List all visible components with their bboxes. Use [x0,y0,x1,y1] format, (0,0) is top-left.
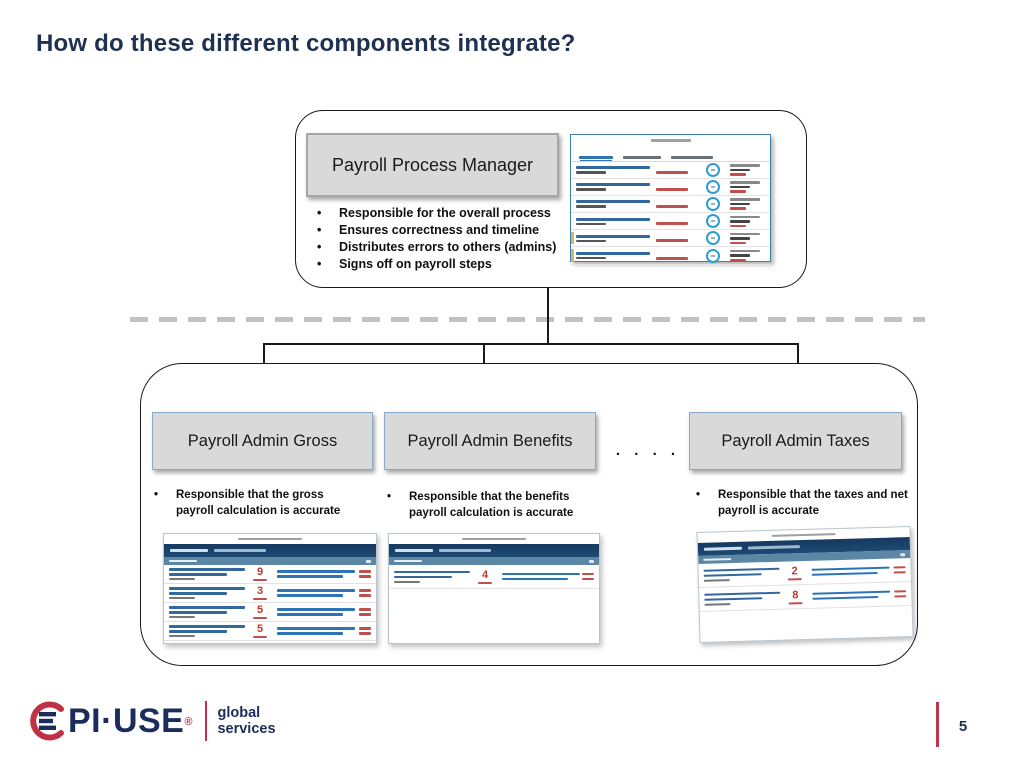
screenshot-row [571,196,770,214]
ellipsis-dots: . . . . [615,442,681,459]
mini-error-row: 8 [699,582,912,612]
manager-bullet: Responsible for the overall process [313,205,563,222]
tab-active-placeholder [579,156,613,159]
error-count: 8 [782,589,808,604]
epi-use-e-icon [30,701,64,741]
logo-text: PI·USE [68,701,185,740]
error-count: 5 [247,624,273,638]
dashed-divider [130,317,925,322]
progress-ring-icon [706,163,720,178]
screenshot-row [571,162,770,180]
screenshot-title-strip [571,135,770,146]
taxes-bullet: Responsible that the taxes and net payro… [692,488,910,519]
screenshot-row [571,213,770,231]
taxes-bullet-list: Responsible that the taxes and net payro… [692,488,910,519]
registered-mark: ® [184,715,193,728]
mini-error-row: 5 [164,622,376,641]
page-title: How do these different components integr… [36,30,576,57]
screenshot-row [571,179,770,197]
payroll-admin-gross-box: Payroll Admin Gross [152,412,373,470]
gross-bullet: Responsible that the gross payroll calcu… [150,488,360,519]
error-count: 2 [781,565,807,580]
logo-divider [204,701,208,741]
benefits-bullet-list: Responsible that the benefits payroll ca… [383,490,595,521]
progress-ring-icon [706,248,720,263]
error-count: 9 [247,567,273,581]
manager-bullet: Ensures correctness and timeline [313,222,563,239]
payroll-admin-benefits-label: Payroll Admin Benefits [407,431,573,450]
manager-bullet: Distributes errors to others (admins) [313,239,563,256]
screenshot-tabs [571,146,770,162]
manager-bullet-list: Responsible for the overall process Ensu… [313,205,563,273]
payroll-admin-taxes-label: Payroll Admin Taxes [721,431,870,450]
progress-ring-icon [706,231,720,246]
mini-sub-bar [389,557,599,565]
error-count: 5 [247,605,273,619]
page-number-bar [936,702,939,747]
payroll-admin-benefits-box: Payroll Admin Benefits [384,412,596,470]
screenshot-row [571,230,770,248]
logo-tagline: global services [217,705,276,737]
payroll-process-manager-box: Payroll Process Manager [306,133,559,197]
error-count: 4 [472,569,498,584]
payroll-control-center-screenshot [570,134,771,265]
mini-error-row: 4 [389,565,599,589]
progress-ring-icon [706,197,720,212]
payroll-admin-taxes-box: Payroll Admin Taxes [689,412,902,470]
gross-bullet-list: Responsible that the gross payroll calcu… [150,488,360,519]
mini-error-row: 5 [164,603,376,622]
progress-ring-icon [706,180,720,195]
screenshot-title-placeholder [650,139,691,142]
taxes-error-screenshot: 2 8 [696,526,914,643]
screenshot-row [571,247,770,265]
manager-bullet: Signs off on payroll steps [313,256,563,273]
mini-error-row: 9 [164,565,376,584]
error-count: 3 [247,586,273,600]
connector-top-vertical [547,286,549,344]
payroll-process-manager-label: Payroll Process Manager [331,154,534,175]
benefits-bullet: Responsible that the benefits payroll ca… [383,490,595,521]
tab-placeholder [623,156,661,159]
page-number: 5 [958,718,968,735]
mini-error-row: 3 [164,584,376,603]
progress-ring-icon [706,214,720,229]
gross-error-screenshot: 9 3 5 5 [163,533,377,644]
screenshot-row-list [571,162,770,265]
connector-horizontal [263,343,798,345]
logo-wordmark: PI·USE ® [68,701,193,742]
payroll-admin-gross-label: Payroll Admin Gross [187,431,338,450]
mini-nav-bar [164,544,376,557]
mini-nav-bar [389,544,599,557]
benefits-error-screenshot: 4 [388,533,600,644]
epi-use-logo: PI·USE ® global services [26,700,276,742]
tab-placeholder [671,156,713,159]
mini-sub-bar [164,557,376,565]
